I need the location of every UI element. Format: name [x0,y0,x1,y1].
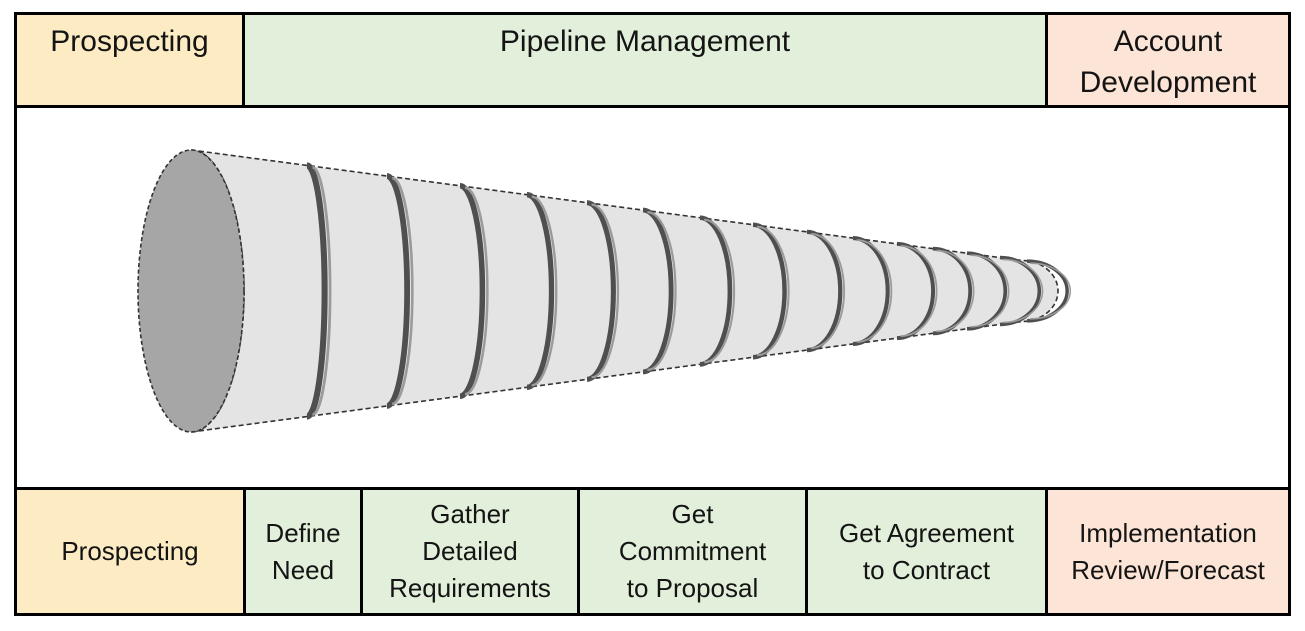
stage-cell-get-agreement-to-contract: Get Agreement to Contract [808,490,1048,613]
stage-header-pipeline-management: Pipeline Management [245,15,1048,105]
stage-cell-get-commitment-to-proposal: Get Commitment to Proposal [580,490,808,613]
top-stage-row: Prospecting Pipeline Management Account … [17,15,1288,108]
stage-cell-define-need: Define Need [246,490,363,613]
diagram-frame: Prospecting Pipeline Management Account … [14,12,1291,616]
stage-header-account-development: Account Development [1048,15,1288,105]
bottom-stage-row: Prospecting Define Need Gather Detailed … [17,487,1288,613]
stage-header-prospecting: Prospecting [17,15,245,105]
funnel-area [17,108,1288,487]
stage-cell-gather-detailed-requirements: Gather Detailed Requirements [363,490,580,613]
stage-cell-implementation-review-forecast: Implementation Review/Forecast [1048,490,1288,613]
stage-cell-prospecting: Prospecting [17,490,246,613]
